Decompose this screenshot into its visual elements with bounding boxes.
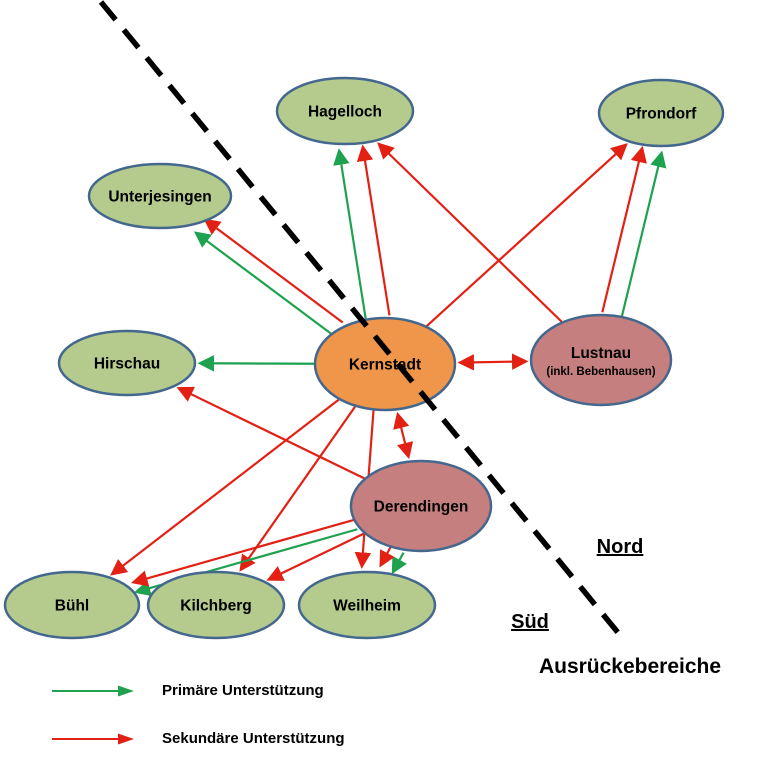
node-label-pfrondorf: Pfrondorf	[626, 106, 697, 123]
nord-sued-divider	[98, 0, 627, 642]
edge-secondary-kernstadt-kilchberg	[239, 405, 357, 572]
edge-primary-kernstadt-unterjesingen	[193, 231, 334, 337]
node-lustnau: Lustnau (inkl. Bebenhausen)	[529, 313, 673, 407]
node-hagelloch: Hagelloch	[275, 76, 415, 146]
edge-secondary-kernstadt-derendingen	[393, 411, 414, 460]
edge-primary-kernstadt-hagelloch	[333, 148, 367, 320]
edge-secondary-kernstadt-unterjesingen	[203, 218, 344, 324]
node-label-buehl: Bühl	[55, 598, 89, 615]
node-label-kilchberg: Kilchberg	[180, 598, 251, 615]
node-label-weilheim: Weilheim	[333, 598, 401, 615]
node-label-hagelloch: Hagelloch	[308, 104, 382, 121]
node-label-unterjesingen: Unterjesingen	[108, 189, 211, 206]
node-buehl: Bühl	[3, 570, 141, 640]
legend-label-primary: Primäre Unterstützung	[162, 682, 324, 699]
edge-primary-derendingen-weilheim	[391, 552, 407, 575]
node-sublabel-lustnau: (inkl. Bebenhausen)	[546, 366, 655, 378]
node-kilchberg: Kilchberg	[146, 570, 286, 640]
node-label-derendingen: Derendingen	[374, 499, 469, 516]
edge-secondary-lustnau-hagelloch	[377, 142, 563, 323]
region-label-nord: Nord	[597, 536, 644, 558]
node-hirschau: Hirschau	[57, 329, 197, 397]
legend-label-secondary: Sekundäre Unterstützung	[162, 730, 345, 747]
node-kernstadt: Kernstadt	[313, 316, 457, 412]
node-pfrondorf: Pfrondorf	[597, 78, 725, 148]
edge-primary-lustnau-pfrondorf	[620, 150, 667, 318]
legend-item-secondary: Sekundäre Unterstützung	[50, 730, 345, 747]
primary-support-arrow-icon	[52, 685, 134, 696]
node-derendingen: Derendingen	[349, 459, 493, 553]
edge-secondary-kernstadt-lustnau	[457, 353, 529, 371]
edge-secondary-kernstadt-buehl	[110, 398, 340, 576]
edge-secondary-derendingen-buehl	[131, 518, 355, 587]
edge-secondary-derendingen-weilheim	[379, 545, 395, 568]
node-weilheim: Weilheim	[297, 570, 437, 640]
legend: Primäre Unterstützung Sekundäre Unterstü…	[50, 682, 345, 747]
node-label-hirschau: Hirschau	[94, 356, 160, 373]
diagram-title: Ausrückebereiche	[539, 655, 721, 678]
edge-secondary-derendingen-kilchberg	[266, 532, 365, 581]
legend-item-primary: Primäre Unterstützung	[50, 682, 345, 699]
edge-secondary-kernstadt-pfrondorf	[425, 143, 628, 327]
edge-secondary-lustnau-pfrondorf	[601, 145, 647, 313]
node-label-lustnau: Lustnau	[571, 345, 631, 362]
node-label-kernstadt: Kernstadt	[349, 357, 421, 374]
secondary-support-arrow-icon	[52, 733, 134, 744]
edge-secondary-derendingen-hirschau	[176, 386, 365, 480]
edge-secondary-kernstadt-hagelloch	[356, 144, 391, 316]
region-label-sued: Süd	[511, 611, 549, 633]
node-unterjesingen: Unterjesingen	[87, 162, 233, 230]
